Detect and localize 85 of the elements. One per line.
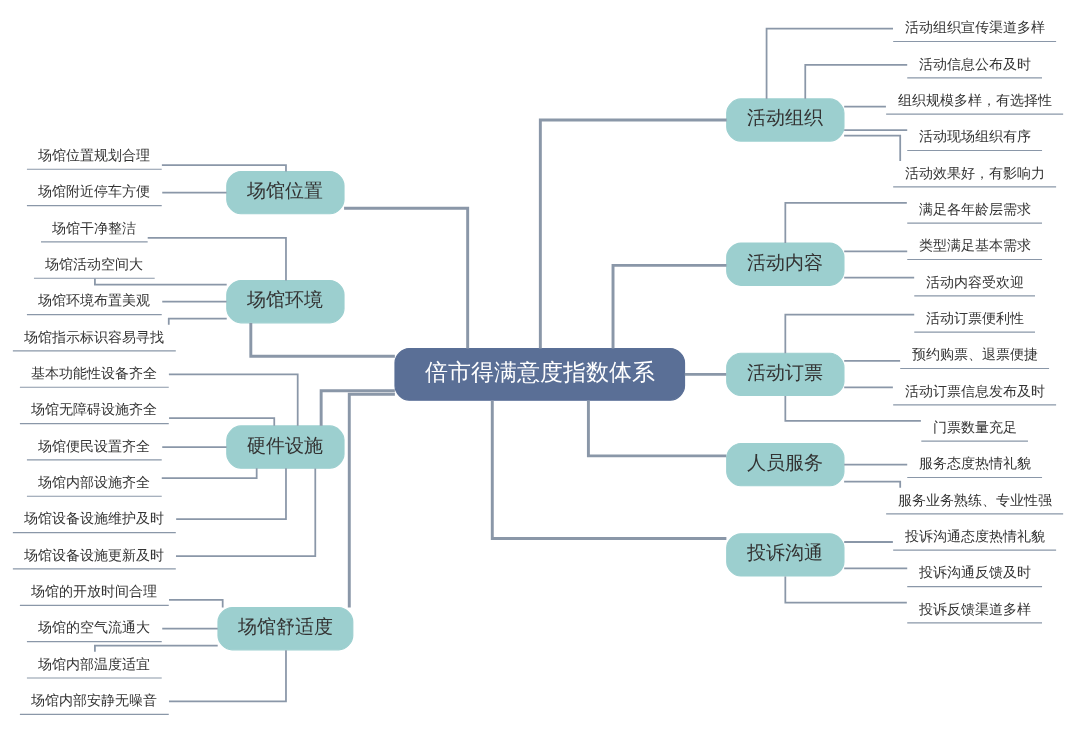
connector [843, 276, 916, 279]
connector [146, 236, 287, 281]
connector [843, 105, 887, 107]
connector [161, 163, 287, 172]
node-text: 场馆内部安静无噪音 [31, 691, 158, 708]
connector [347, 392, 395, 608]
connector [843, 249, 909, 252]
node-box: 人员服务 [726, 442, 845, 486]
connector [843, 480, 902, 489]
connector [161, 445, 228, 448]
node-text: 投诉沟通态度热情礼貌 [904, 527, 1045, 544]
connector [784, 201, 908, 244]
node-box: 活动内容 [726, 242, 845, 286]
node-text: 场馆的开放时间合理 [31, 582, 158, 599]
node-text: 服务业务熟练、专业性强 [897, 491, 1052, 508]
connector [843, 540, 894, 543]
node-box: 硬件设施 [226, 424, 345, 469]
node-box: 场馆环境 [226, 279, 345, 323]
node-text: 活动现场组织有序 [918, 127, 1031, 144]
node-text: 投诉沟通反馈及时 [918, 563, 1031, 580]
node-text: 场馆的空气流通大 [38, 618, 151, 635]
connector [175, 467, 317, 557]
connector [490, 399, 727, 540]
node-text: 场馆指示标识容易寻找 [24, 328, 165, 345]
connector [168, 598, 224, 608]
connector [249, 322, 395, 358]
connector [160, 466, 258, 479]
connector [168, 416, 276, 427]
node-box: 活动订票 [726, 352, 845, 396]
node-text: 场馆设备设施更新及时 [24, 546, 165, 563]
node-text: 场馆内部设施齐全 [38, 473, 151, 490]
node-text: 场馆无障碍设施齐全 [31, 400, 158, 417]
connector [804, 63, 909, 100]
connector [94, 277, 228, 286]
connector [784, 575, 908, 603]
connector [784, 394, 922, 422]
node-text: 活动订票信息发布及时 [904, 382, 1045, 399]
connector [161, 191, 228, 194]
connector [843, 567, 909, 569]
connector [168, 373, 299, 426]
connector [765, 27, 894, 100]
node-text: 基本功能性设备齐全 [31, 364, 158, 381]
node-text: 活动内容受欢迎 [925, 273, 1024, 290]
connector [161, 300, 228, 303]
connector [538, 118, 727, 349]
node-text: 场馆环境布置美观 [38, 291, 151, 308]
connector [344, 206, 470, 348]
node-text: 投诉反馈渠道多样 [918, 600, 1031, 617]
connector [175, 466, 287, 520]
node-box: 投诉沟通 [726, 532, 845, 577]
node-text: 预约购票、退票便捷 [911, 345, 1038, 362]
node-text: 类型满足基本需求 [918, 236, 1031, 253]
connector [611, 263, 727, 349]
node-text: 场馆干净整洁 [52, 219, 137, 236]
connector [94, 644, 219, 653]
connector [684, 372, 727, 376]
node-text: 场馆设备设施维护及时 [24, 509, 165, 526]
node-text: 场馆位置规划合理 [38, 146, 151, 163]
node-text: 场馆活动空间大 [45, 255, 144, 272]
node-text: 活动组织宣传渠道多样 [904, 18, 1045, 35]
node-text: 活动效果好，有影响力 [904, 164, 1045, 181]
node-text: 门票数量充足 [932, 418, 1017, 435]
node-box: 倍市得满意度指数体系 [394, 347, 686, 401]
connector [843, 359, 901, 362]
node-box: 场馆舒适度 [217, 606, 354, 650]
connector [168, 648, 287, 702]
node-text: 场馆便民设置齐全 [38, 437, 151, 454]
connector [586, 400, 727, 457]
node-text: 场馆内部温度适宜 [38, 655, 151, 672]
node-text: 组织规模多样，有选择性 [897, 91, 1052, 108]
connector [161, 627, 219, 630]
node-box: 场馆位置 [226, 170, 345, 214]
connector [843, 128, 909, 131]
node-text: 服务态度热情礼貌 [918, 454, 1031, 471]
connector [843, 385, 894, 388]
node-text: 活动订票便利性 [925, 309, 1024, 326]
connector [167, 317, 228, 326]
connector [784, 313, 916, 354]
connector [319, 388, 395, 426]
node-text: 场馆附近停车方便 [38, 182, 151, 199]
connector [843, 463, 909, 465]
node-text: 满足各年龄层需求 [918, 200, 1031, 217]
connector [843, 134, 902, 162]
node-box: 活动组织 [726, 97, 845, 142]
node-text: 活动信息公布及时 [918, 55, 1031, 72]
